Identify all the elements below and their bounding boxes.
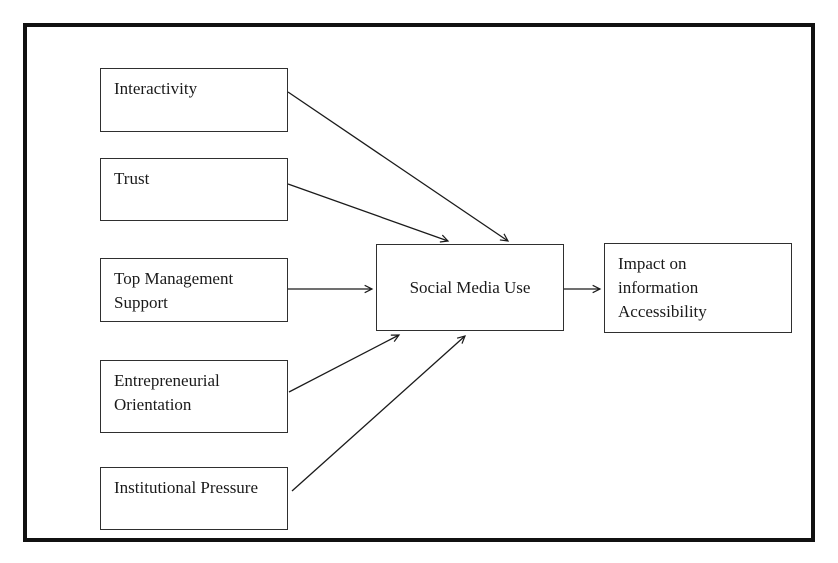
- node-trust-label: Trust: [114, 169, 150, 188]
- node-entrepreneurial-label-line2: Orientation: [114, 395, 192, 414]
- node-impact-on-information-accessibility: Impact on information Accessibility: [604, 243, 792, 333]
- node-impact-label-line1: Impact on: [618, 254, 687, 273]
- arrow-interactivity-to-social-media-use: [287, 91, 510, 242]
- node-entrepreneurial-orientation: Entrepreneurial Orientation: [100, 360, 288, 433]
- arrow-trust-to-social-media-use: [287, 183, 450, 243]
- node-interactivity-label: Interactivity: [114, 79, 198, 98]
- node-trust: Trust: [100, 158, 288, 221]
- node-interactivity: Interactivity: [100, 68, 288, 132]
- node-institutional-label: Institutional Pressure: [114, 478, 259, 497]
- node-impact-label-line3: Accessibility: [618, 302, 707, 321]
- node-top-management-label-line2: Support: [114, 293, 168, 312]
- node-impact-label-line2: information: [618, 278, 699, 297]
- arrow-institutional-to-social-media-use: [291, 335, 466, 492]
- arrow-entrepreneurial-to-social-media-use: [288, 334, 401, 393]
- node-social-media-use: Social Media Use: [376, 244, 564, 331]
- node-top-management-label-line1: Top Management: [114, 269, 234, 288]
- node-top-management-support: Top Management Support: [100, 258, 288, 322]
- node-social-media-use-label: Social Media Use: [409, 277, 531, 297]
- node-institutional-pressure: Institutional Pressure: [100, 467, 288, 530]
- node-entrepreneurial-label-line1: Entrepreneurial: [114, 371, 220, 390]
